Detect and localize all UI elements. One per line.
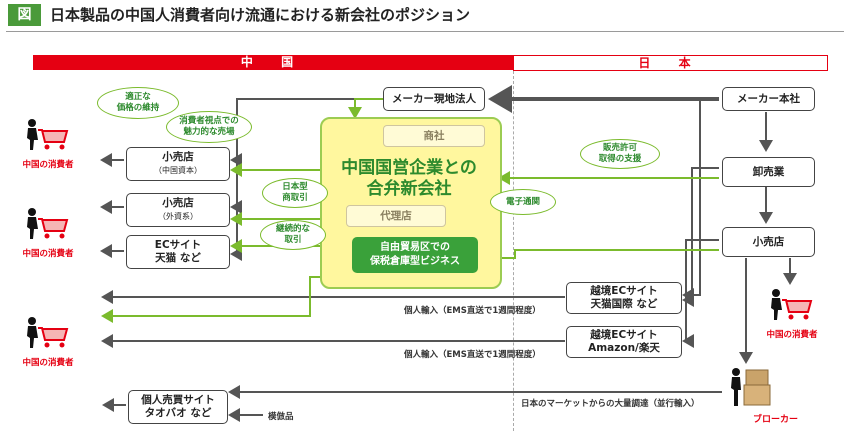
- arrow-retail-to-ec2: [682, 239, 719, 348]
- shopping-cart-person-icon: [27, 317, 69, 348]
- joint-venture-title-line1: 中国国営企業との: [341, 158, 477, 178]
- consumer-japan: 中国の消費者: [757, 288, 827, 340]
- shopping-cart-person-icon: [27, 119, 69, 150]
- personal-import-label-2: 個人輸入（EMS直送で1週間程度）: [404, 350, 541, 360]
- note-license-2: 取得の支援: [598, 154, 642, 164]
- shopping-cart-person-icon: [27, 208, 69, 239]
- note-continuous: 継続的な 取引: [260, 220, 326, 250]
- note-license: 販売許可 取得の支援: [580, 139, 660, 169]
- retail-cn-capital-sub: （中国資本）: [154, 166, 202, 175]
- region-divider: [513, 71, 514, 431]
- note-consumer-view-1: 消費者視点での: [179, 116, 239, 126]
- ec-site-cn-box: ECサイト 天猫 など: [126, 235, 230, 269]
- bonded-line1: 自由貿易区での: [380, 242, 450, 253]
- note-continuous-2: 取引: [284, 235, 302, 245]
- counterfeit-label: 模倣品: [268, 412, 294, 422]
- cross-ec-tmall-line1: 越境ECサイト: [590, 285, 658, 297]
- bonded-warehouse-box: 自由貿易区での 保税倉庫型ビジネス: [352, 237, 478, 273]
- page-title: 日本製品の中国人消費者向け流通における新会社のポジション: [50, 6, 471, 24]
- note-continuous-1: 継続的な: [275, 224, 310, 234]
- arrow-hq-to-ec1: [682, 98, 719, 302]
- green-arrow-local-to-core: [348, 98, 383, 119]
- broker-label: ブローカー: [753, 415, 799, 425]
- cross-ec-amazon-line1: 越境ECサイト: [590, 329, 658, 341]
- note-consumer-view-2: 魅力的な売場: [183, 127, 235, 137]
- retail-foreign-label: 小売店: [162, 197, 194, 209]
- retail-jp-box: 小売店: [722, 227, 815, 257]
- consumer-middle-label: 中国の消費者: [22, 249, 74, 259]
- person-with-boxes-icon: [731, 368, 771, 406]
- header-rule: [6, 31, 844, 32]
- agent-box: 代理店: [346, 205, 446, 227]
- note-jp-trade-2: 商取引: [282, 193, 308, 203]
- consumer-middle: 中国の消費者: [13, 207, 83, 259]
- consumer-top: 中国の消費者: [13, 118, 83, 170]
- consumer-top-label: 中国の消費者: [22, 160, 74, 170]
- consumer-japan-label: 中国の消費者: [766, 330, 818, 340]
- retail-foreign-sub: （外資系）: [158, 212, 198, 221]
- china-region-bar: 中 国: [33, 55, 513, 70]
- retail-cn-capital-label: 小売店: [162, 151, 194, 163]
- consumer-bottom-label: 中国の消費者: [22, 358, 74, 368]
- broker: [728, 366, 778, 412]
- japan-region-bar: 日 本: [513, 55, 828, 71]
- arrow-wholesale-to-ec1: [682, 167, 719, 307]
- maker-hq-label: メーカー本社: [737, 92, 800, 105]
- wholesale-label: 卸売業: [752, 165, 785, 178]
- note-fair-price-2: 価格の維持: [116, 103, 160, 113]
- wholesale-box: 卸売業: [722, 157, 815, 187]
- cross-ec-tmall-box: 越境ECサイト 天猫国際 など: [566, 282, 682, 314]
- note-jp-trade-1: 日本型: [282, 182, 308, 192]
- personal-import-label-1: 個人輸入（EMS直送で1週間程度）: [404, 306, 541, 316]
- ec-site-cn-line1: ECサイト: [154, 239, 202, 251]
- note-fair-price: 適正な 価格の維持: [97, 87, 179, 119]
- cross-ec-amazon-line2: Amazon/楽天: [588, 342, 660, 354]
- consumer-bottom: 中国の消費者: [13, 316, 83, 368]
- note-fair-price-1: 適正な: [125, 92, 151, 102]
- maker-local-label: メーカー現地法人: [392, 92, 476, 105]
- figure-mark: 図: [8, 4, 41, 26]
- bulk-buy-label: 日本のマーケットからの大量調達（並行輸入）: [521, 399, 700, 409]
- shopping-cart-person-icon: [771, 289, 813, 320]
- green-arrow-retail-to-bonded: [478, 249, 719, 265]
- cross-ec-amazon-box: 越境ECサイト Amazon/楽天: [566, 326, 682, 358]
- maker-local-box: メーカー現地法人: [383, 87, 485, 111]
- resale-site-box: 個人売買サイト タオバオ など: [128, 390, 228, 424]
- retail-cn-capital-box: 小売店 （中国資本）: [126, 147, 230, 181]
- note-jp-trade: 日本型 商取引: [262, 178, 328, 208]
- green-arrow-core-to-consumer: [101, 276, 320, 323]
- retail-foreign-box: 小売店 （外資系）: [126, 193, 230, 227]
- note-ecustoms: 電子通関: [490, 189, 556, 215]
- resale-line2: タオバオ など: [144, 407, 212, 419]
- note-license-1: 販売許可: [602, 143, 637, 153]
- cross-ec-tmall-line2: 天猫国際 など: [590, 298, 658, 310]
- trading-company-box: 商社: [383, 125, 485, 147]
- bonded-line2: 保税倉庫型ビジネス: [370, 256, 460, 267]
- maker-hq-box: メーカー本社: [722, 87, 815, 111]
- note-consumer-view: 消費者視点での 魅力的な売場: [166, 111, 252, 143]
- resale-line1: 個人売買サイト: [141, 394, 215, 406]
- retail-jp-label: 小売店: [752, 235, 785, 248]
- joint-venture-title-line2: 合弁新会社: [366, 179, 452, 199]
- note-ecustoms-label: 電子通関: [505, 196, 540, 207]
- joint-venture-title: 中国国営企業との 合弁新会社: [322, 158, 496, 200]
- ec-site-cn-line2: 天猫 など: [155, 252, 201, 264]
